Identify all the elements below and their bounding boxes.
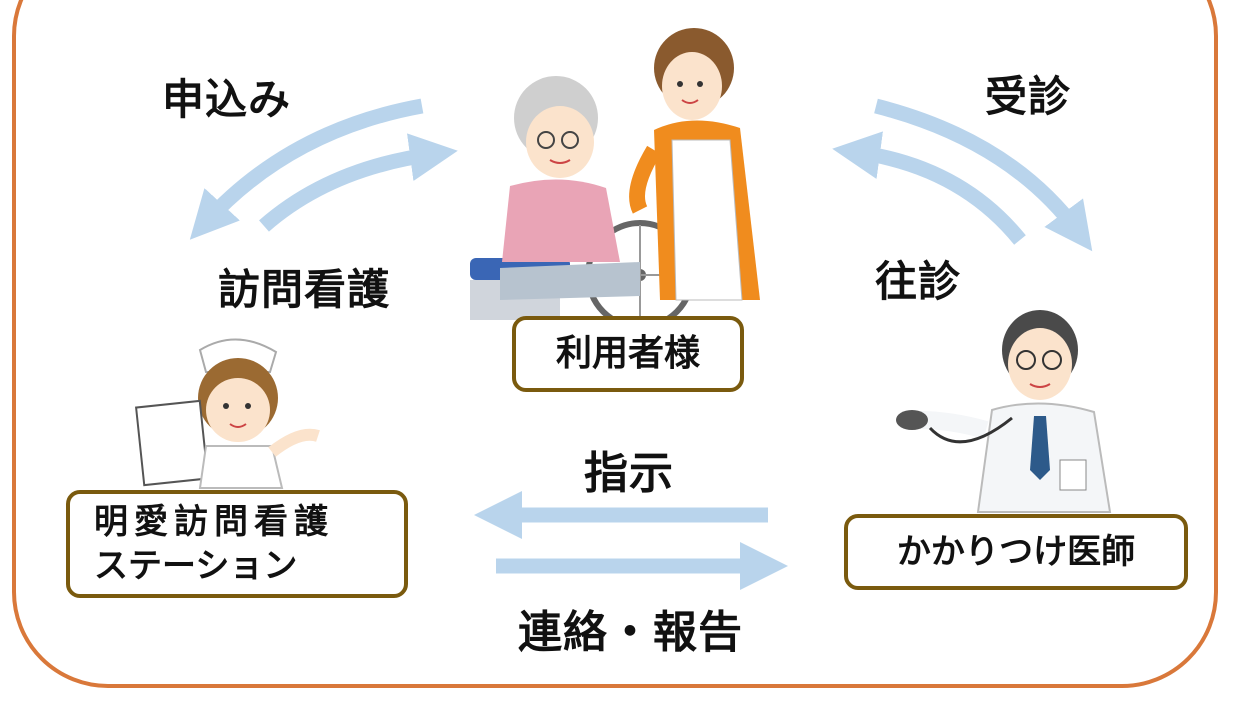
doctor-icon <box>896 310 1112 513</box>
node-station-label-line2: ステーション <box>94 546 298 586</box>
node-patient: 利用者様 <box>512 316 744 392</box>
label-report: 連絡・報告 <box>518 607 743 658</box>
node-station: 明愛訪問看護 ステーション <box>66 490 408 598</box>
node-doctor: かかりつけ医師 <box>844 514 1188 590</box>
node-patient-label: 利用者様 <box>555 333 700 374</box>
label-apply: 申込み <box>162 75 292 124</box>
nurse-icon <box>134 338 320 489</box>
arrow-apply <box>189 98 424 240</box>
node-station-label-line1: 明愛訪問看護 <box>94 502 334 542</box>
arrow-consultation <box>874 98 1093 252</box>
label-visit-nursing: 訪問看護 <box>218 265 391 314</box>
label-house-call: 往診 <box>875 257 962 306</box>
elderly-patient-with-caregiver-icon <box>470 28 760 330</box>
diagram-frame <box>12 0 1218 688</box>
node-doctor-label: かかりつけ医師 <box>896 532 1136 572</box>
arrow-visit-nursing <box>259 133 458 232</box>
label-consultation: 受診 <box>985 72 1072 121</box>
arrow-house-call <box>832 131 1026 245</box>
label-instruction: 指示 <box>584 448 674 499</box>
